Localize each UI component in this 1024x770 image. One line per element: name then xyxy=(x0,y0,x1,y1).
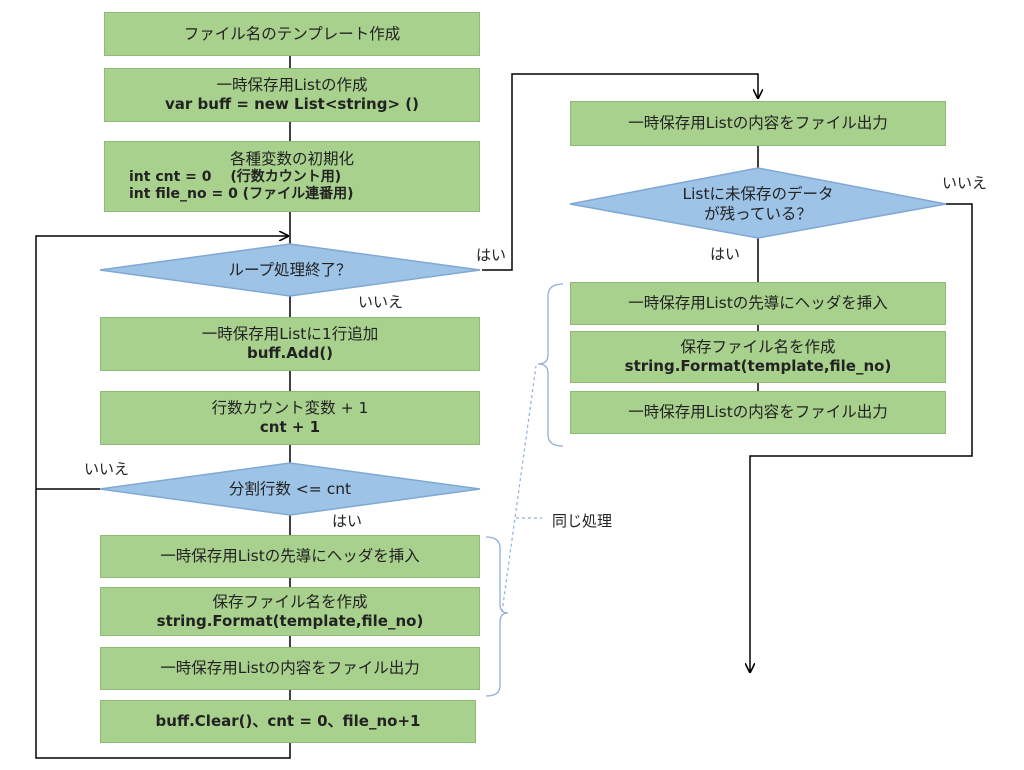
right-make-name-box: 保存ファイル名を作成 string.Format(template,file_n… xyxy=(570,331,946,383)
remain-diamond xyxy=(569,167,947,239)
left-make-name-code: string.Format(template,file_no) xyxy=(156,611,424,630)
right-insert-header-box: 一時保存用Listの先導にヘッダを挿入 xyxy=(570,282,946,325)
loop-end-label: ループ処理終了？ xyxy=(190,258,390,282)
split-diamond xyxy=(99,462,481,516)
clear-code: buff.Clear()、cnt = 0、file_no+1 xyxy=(155,712,421,730)
add-line-title: 一時保存用Listに1行追加 xyxy=(201,325,379,343)
init-file-no: int file_no = 0 (ファイル連番用) xyxy=(129,186,354,202)
list-create-code: var buff = new List<string> () xyxy=(165,95,419,113)
cnt-inc-code: cnt + 1 xyxy=(259,418,321,436)
left-brace xyxy=(485,536,509,697)
left-insert-header-box: 一時保存用Listの先導にヘッダを挿入 xyxy=(100,535,480,578)
right-output-text: 一時保存用Listの内容をファイル出力 xyxy=(628,403,888,421)
add-line-box: 一時保存用Listに1行追加 buff.Add() xyxy=(100,317,480,371)
yes-remain-label: はい xyxy=(710,245,741,263)
clear-box: buff.Clear()、cnt = 0、file_no+1 xyxy=(100,700,476,743)
cnt-inc-title: 行数カウント変数 + 1 xyxy=(211,399,369,417)
add-line-code: buff.Add() xyxy=(246,344,334,362)
right-output-top-text: 一時保存用Listの内容をファイル出力 xyxy=(628,114,888,132)
yes-split-label: はい xyxy=(332,512,363,530)
no-remain-label: いいえ xyxy=(942,174,988,192)
same-process-link xyxy=(501,365,537,613)
loop-end-diamond xyxy=(99,243,481,297)
remain-label: Listに未保存のデータ が残っている？ xyxy=(638,182,878,226)
right-connectors xyxy=(750,146,973,672)
remain-line2: が残っている？ xyxy=(704,205,812,223)
right-output-top-box: 一時保存用Listの内容をファイル出力 xyxy=(570,101,946,146)
list-create-title: 一時保存用Listの作成 xyxy=(216,76,368,94)
yes-loop-label: はい xyxy=(476,246,507,264)
split-text: 分割行数 <= cnt xyxy=(228,480,352,498)
list-create-box: 一時保存用Listの作成 var buff = new List<string>… xyxy=(104,68,480,122)
same-process-label: 同じ処理 xyxy=(552,512,613,530)
init-cnt: int cnt = 0 (行数カウント用) xyxy=(129,169,342,185)
template-text: ファイル名のテンプレート作成 xyxy=(183,24,401,43)
right-insert-header-text: 一時保存用Listの先導にヘッダを挿入 xyxy=(628,294,888,312)
left-make-name-box: 保存ファイル名を作成 string.Format(template,file_n… xyxy=(100,587,480,636)
left-connectors xyxy=(35,56,758,759)
no-loop-label: いいえ xyxy=(358,293,404,311)
init-box: 各種変数の初期化 int cnt = 0 (行数カウント用) int file_… xyxy=(104,141,480,212)
right-output-box: 一時保存用Listの内容をファイル出力 xyxy=(570,391,946,434)
left-output-box: 一時保存用Listの内容をファイル出力 xyxy=(100,647,480,690)
split-label: 分割行数 <= cnt xyxy=(190,477,390,501)
template-box: ファイル名のテンプレート作成 xyxy=(104,12,480,56)
init-title: 各種変数の初期化 xyxy=(229,150,354,168)
cnt-inc-box: 行数カウント変数 + 1 cnt + 1 xyxy=(100,391,480,445)
remain-line1: Listに未保存のデータ xyxy=(682,185,834,203)
left-output-text: 一時保存用Listの内容をファイル出力 xyxy=(160,659,420,677)
no-split-label: いいえ xyxy=(84,460,130,478)
right-make-name-code: string.Format(template,file_no) xyxy=(624,357,892,375)
right-brace xyxy=(537,283,564,447)
left-insert-header-text: 一時保存用Listの先導にヘッダを挿入 xyxy=(160,547,420,565)
right-make-name-title: 保存ファイル名を作成 xyxy=(680,338,836,356)
left-make-name-title: 保存ファイル名を作成 xyxy=(212,592,368,611)
loop-end-text: ループ処理終了？ xyxy=(228,261,352,279)
